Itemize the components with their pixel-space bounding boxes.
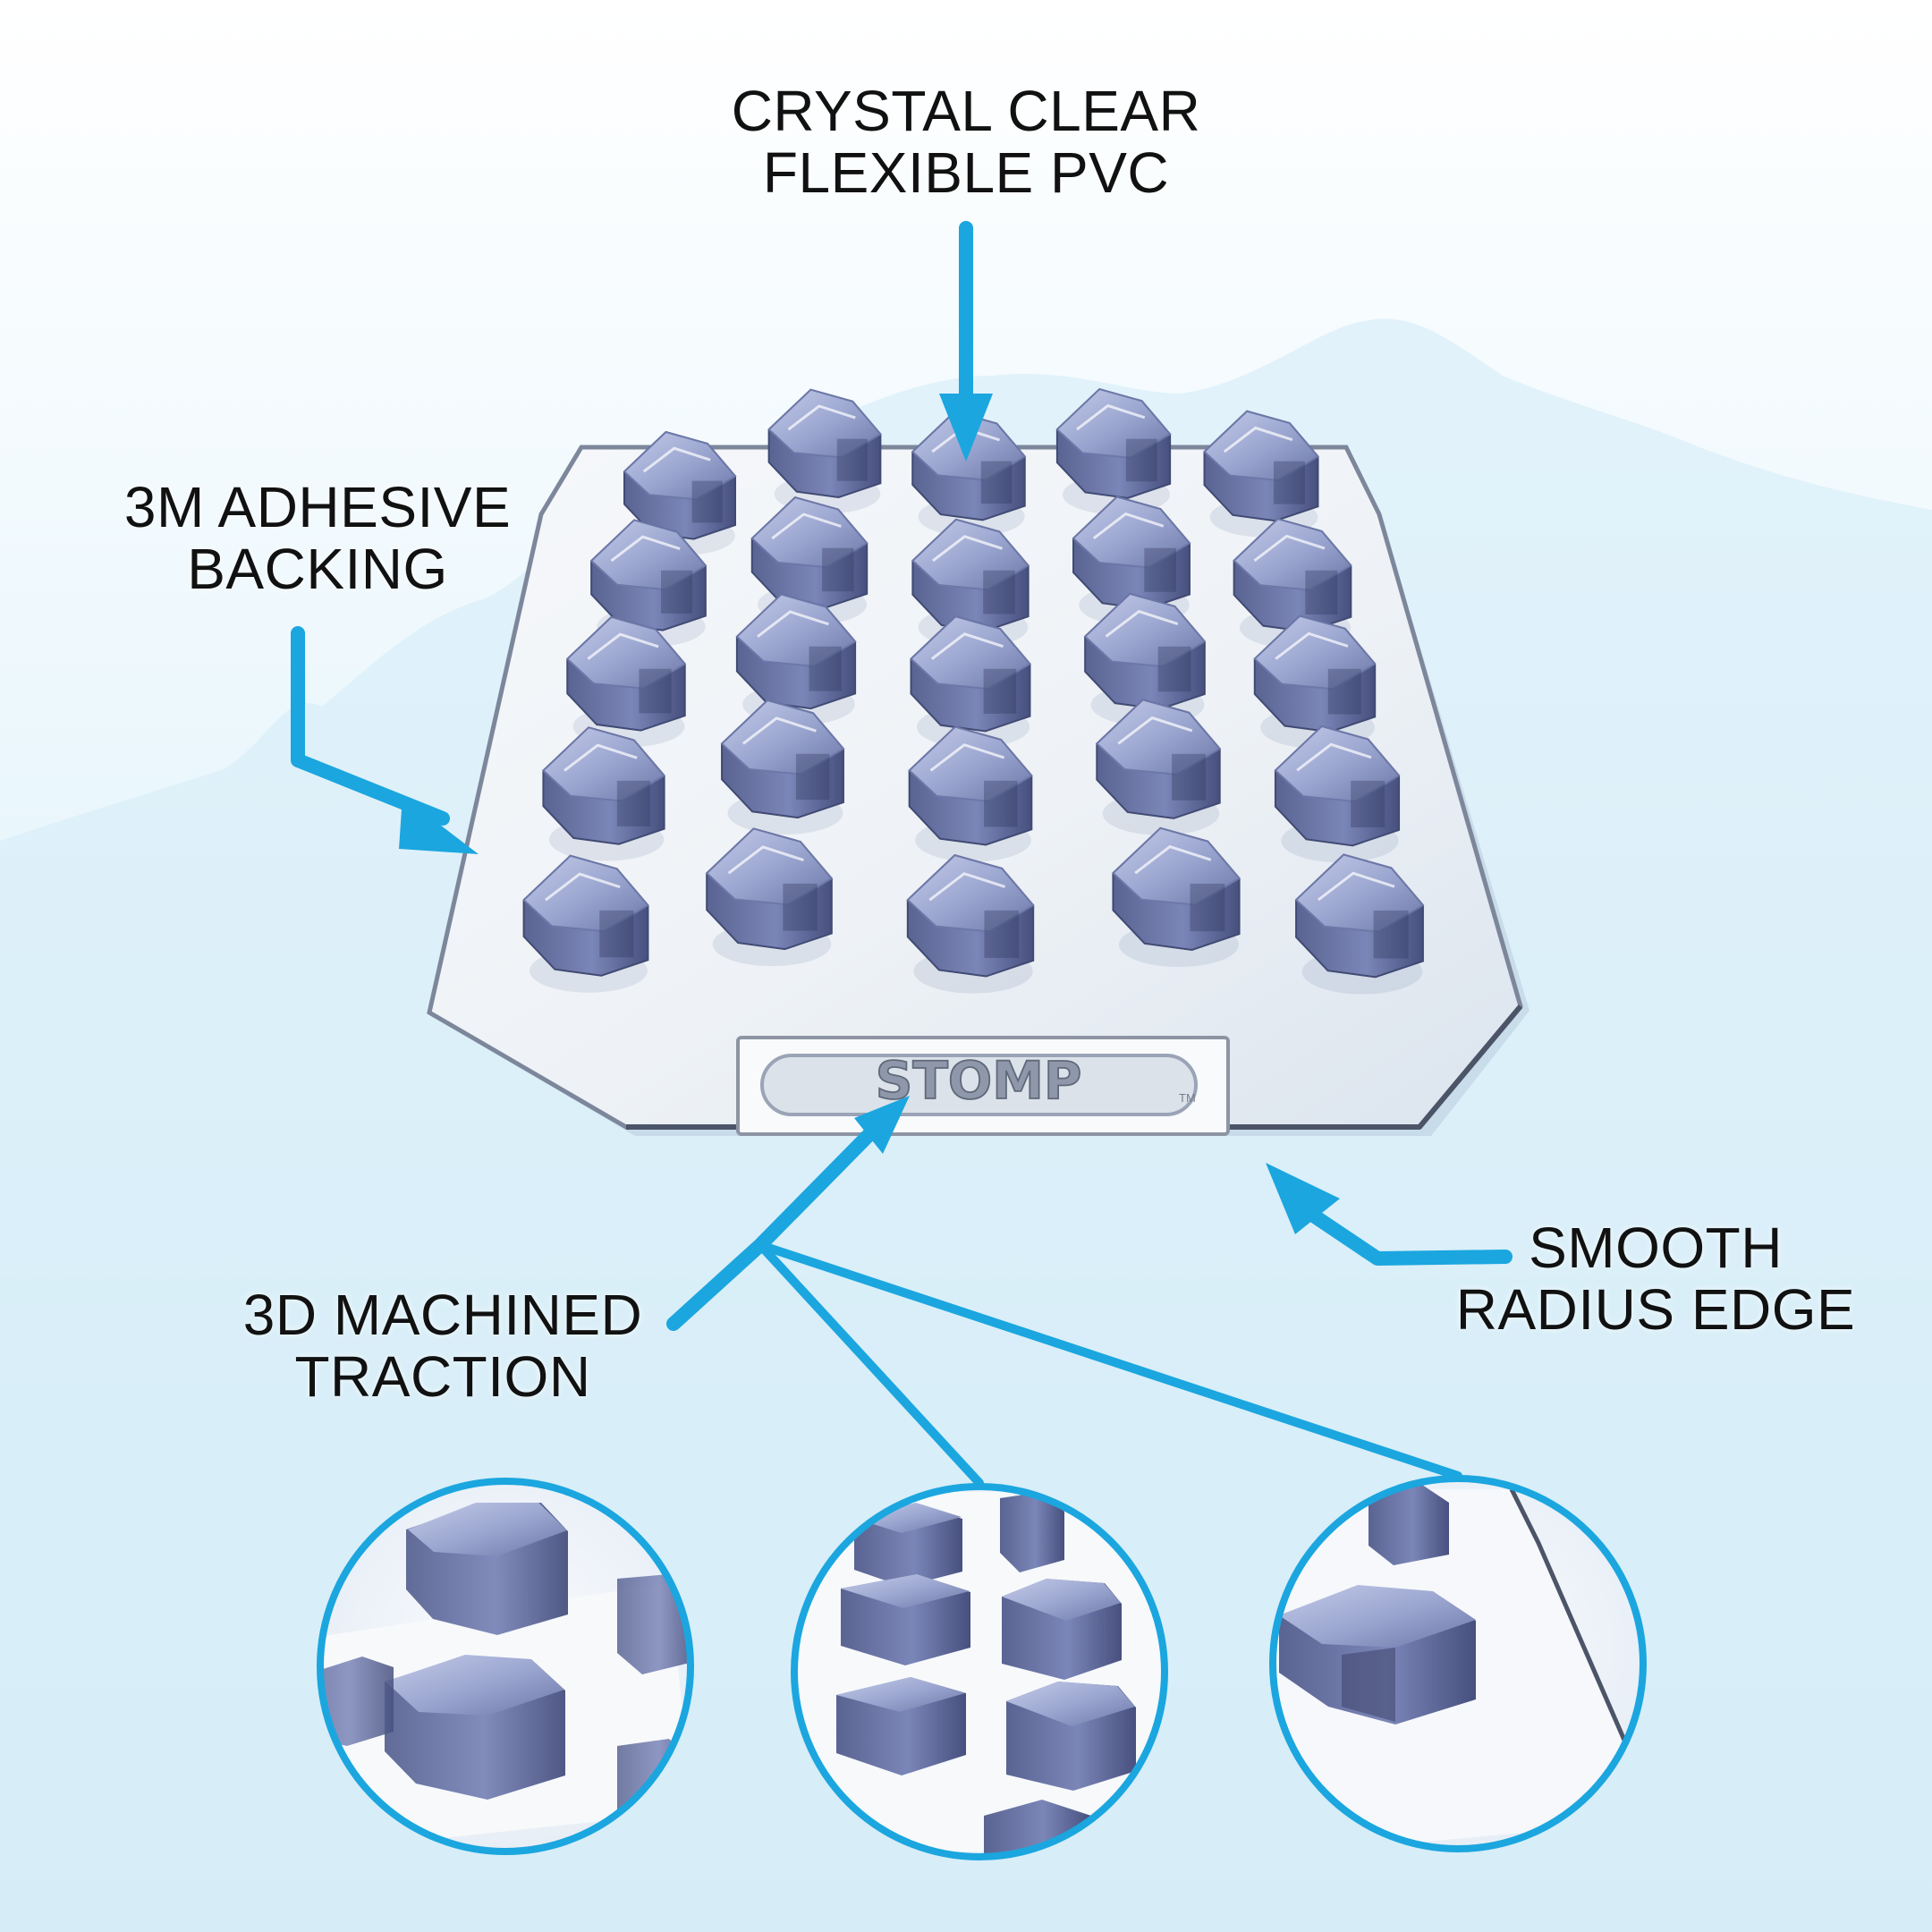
lug-highlight	[771, 513, 842, 540]
arrow-pvc	[939, 221, 993, 462]
label-line: SMOOTH	[1529, 1216, 1783, 1280]
traction-lug-top	[911, 518, 1030, 591]
lug-reflection	[1373, 910, 1409, 959]
lug-reflection	[984, 780, 1018, 827]
lug-highlight	[544, 872, 621, 902]
lug-reflection	[599, 910, 634, 958]
traction-lug-top	[767, 388, 882, 459]
zoom-circle-left	[317, 1478, 694, 1855]
traction-lug-top	[735, 593, 857, 667]
trademark-text: TM	[1179, 1091, 1196, 1105]
lug-highlight	[928, 872, 1006, 902]
traction-lug-top	[522, 854, 649, 933]
lug-highlight	[1117, 716, 1193, 745]
lug-highlight	[1253, 534, 1326, 562]
lug-reflection	[795, 753, 830, 801]
lug-highlight	[587, 632, 659, 660]
traction-lug-top	[1253, 614, 1377, 691]
logo-plate: STOMP TM	[736, 1036, 1230, 1136]
lug-highlight	[1092, 512, 1165, 540]
label-line: 3M ADHESIVE	[123, 475, 512, 539]
lug-reflection	[1157, 646, 1191, 692]
lug-reflection	[691, 480, 723, 523]
zoom-circle-right	[1269, 1475, 1647, 1852]
traction-lug-top	[541, 726, 666, 802]
traction-lug-top	[720, 699, 845, 775]
lug-reflection	[983, 570, 1015, 614]
traction-lug-top	[1055, 387, 1172, 459]
lug-highlight	[642, 446, 711, 473]
label-line: CRYSTAL CLEAR	[731, 79, 1201, 143]
lug-highlight	[757, 610, 829, 638]
traction-lug-top	[906, 854, 1035, 933]
label-line: FLEXIBLE PVC	[762, 140, 1170, 206]
traction-lug-top	[908, 725, 1033, 802]
traction-lug-top	[750, 496, 869, 569]
traction-lug-top	[1294, 853, 1425, 933]
lug-highlight	[1296, 742, 1372, 772]
lug-reflection	[639, 668, 672, 714]
lug-reflection	[836, 438, 869, 481]
lug-reflection	[1273, 461, 1305, 504]
lug-highlight	[564, 743, 638, 772]
arrow-edge	[1266, 1163, 1513, 1266]
lug-highlight	[1134, 844, 1212, 875]
lug-reflection	[809, 646, 842, 691]
arrow-traction	[666, 1096, 1462, 1487]
lug-highlight	[1105, 609, 1179, 638]
traction-lug-top	[1203, 410, 1320, 481]
traction-lug-top	[589, 519, 708, 591]
lug-highlight	[1275, 631, 1349, 660]
lug-highlight	[1076, 403, 1146, 431]
lug-reflection	[822, 547, 854, 592]
label-line: BACKING	[187, 537, 448, 602]
traction-lug-top	[1111, 826, 1241, 906]
traction-lug-top	[1095, 699, 1222, 775]
lug-reflection	[1172, 753, 1206, 801]
traction-lug-top	[1274, 724, 1401, 803]
lug-highlight	[929, 743, 1005, 772]
lug-reflection	[1351, 780, 1385, 828]
lug-reflection	[1327, 668, 1361, 715]
zoom-circle-center	[791, 1483, 1168, 1860]
lug-reflection	[1125, 438, 1157, 482]
lug-highlight	[727, 845, 804, 875]
label-smooth-radius-edge: SMOOTH RADIUS EDGE	[1445, 1216, 1866, 1343]
lug-reflection	[983, 668, 1017, 714]
traction-lugs	[522, 387, 1425, 995]
lug-reflection	[984, 910, 1020, 958]
traction-lug-top	[1083, 592, 1207, 668]
stomp-logo-text: STOMP	[876, 1050, 1082, 1111]
lug-highlight	[1317, 871, 1395, 902]
lug-reflection	[980, 461, 1013, 504]
lug-reflection	[1305, 570, 1338, 615]
label-3d-machined-traction: 3D MACHINED TRACTION	[201, 1284, 684, 1408]
traction-lug-top	[1072, 496, 1191, 569]
lug-highlight	[1223, 426, 1293, 453]
label-line: RADIUS EDGE	[1455, 1277, 1856, 1343]
label-3m-adhesive-backing: 3M ADHESIVE BACKING	[85, 475, 550, 602]
lug-reflection	[783, 883, 818, 931]
lug-highlight	[787, 404, 856, 431]
lug-reflection	[661, 570, 693, 614]
label-line: 3D MACHINED	[242, 1283, 643, 1347]
traction-lug-top	[1233, 518, 1352, 591]
traction-lug-top	[565, 615, 687, 690]
label-crystal-clear-pvc: CRYSTAL CLEAR FLEXIBLE PVC	[702, 80, 1230, 204]
traction-lug-top	[705, 827, 834, 906]
traction-lug-top	[623, 430, 737, 501]
label-line: TRACTION	[294, 1344, 591, 1410]
lug-highlight	[932, 535, 1003, 563]
lug-reflection	[1190, 883, 1225, 932]
lug-highlight	[930, 632, 1004, 660]
lug-reflection	[1144, 547, 1177, 592]
lug-highlight	[610, 535, 681, 563]
arrow-backing	[291, 626, 479, 854]
lug-reflection	[616, 780, 651, 826]
lug-highlight	[741, 716, 817, 745]
traction-lug-top	[910, 615, 1031, 691]
